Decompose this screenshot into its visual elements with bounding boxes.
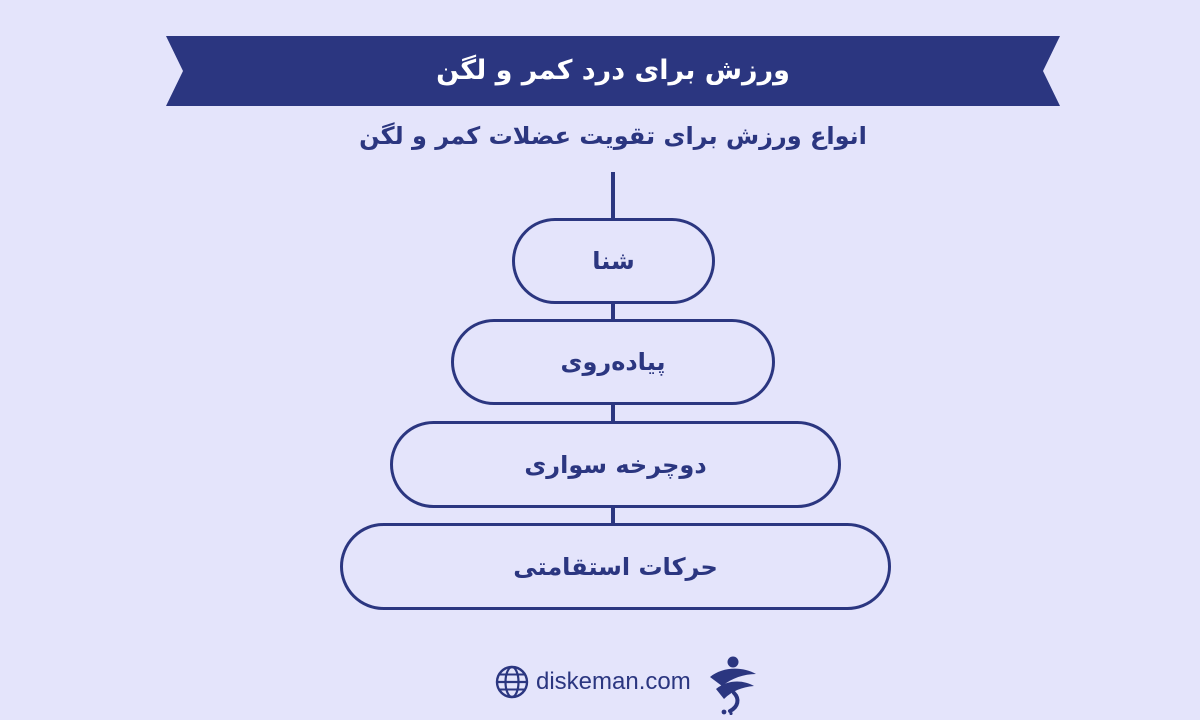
page-title: ورزش برای درد کمر و لگن	[436, 55, 790, 86]
exercise-item-label: حرکات استقامتی	[513, 552, 718, 581]
connector-line-2-3	[611, 403, 615, 425]
exercise-item-label: پیاده‌روی	[560, 348, 666, 376]
diskeman-logo-icon	[710, 656, 756, 715]
connector-line-top	[611, 172, 615, 220]
exercise-item-cycling: دوچرخه سواری	[390, 421, 841, 508]
title-banner: ورزش برای درد کمر و لگن	[166, 36, 1060, 106]
diagram-subtitle: انواع ورزش برای تقویت عضلات کمر و لگن	[359, 122, 867, 150]
exercise-item-walking: پیاده‌روی	[451, 319, 775, 405]
footer: diskeman.com	[494, 655, 784, 715]
site-url[interactable]: diskeman.com	[536, 668, 691, 695]
banner-ribbon-shape	[166, 36, 1060, 106]
connector-line-1-2	[611, 302, 615, 322]
exercise-item-endurance: حرکات استقامتی	[340, 523, 891, 610]
connector-line-3-4	[611, 506, 615, 528]
exercise-item-swimming: شنا	[512, 218, 715, 304]
exercise-item-label: شنا	[592, 247, 635, 275]
exercise-item-label: دوچرخه سواری	[524, 450, 707, 479]
globe-icon	[495, 665, 529, 699]
